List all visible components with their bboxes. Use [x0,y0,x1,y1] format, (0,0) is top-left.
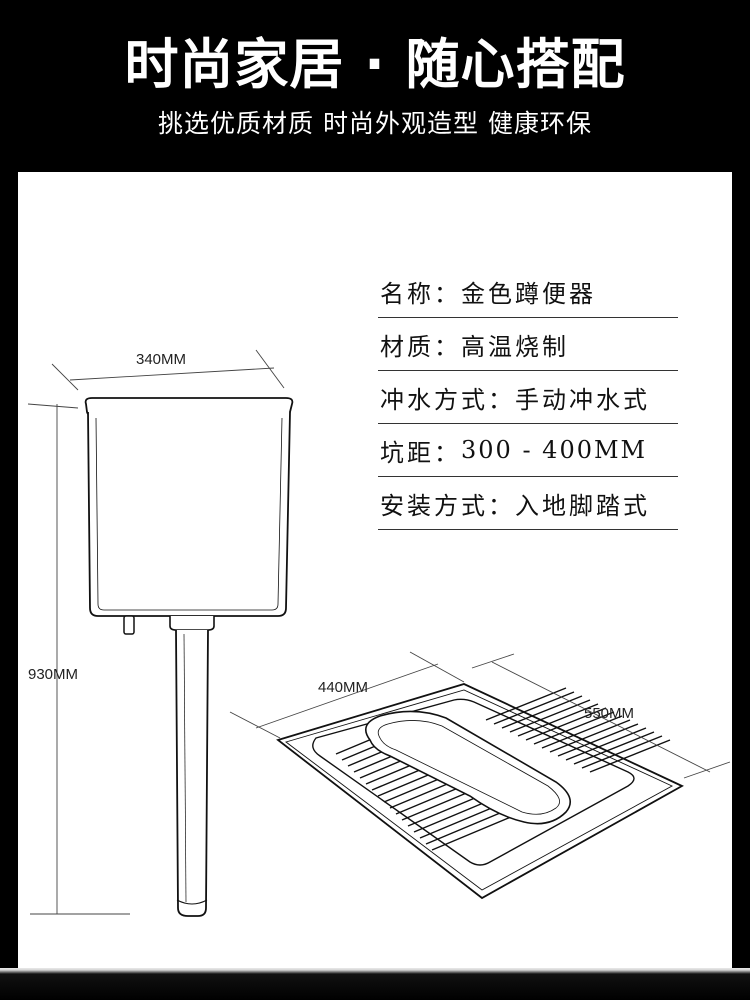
bottom-divider [0,968,750,1000]
spec-value: 手动冲水式 [515,385,650,414]
spec-row-flush-method: 冲水方式：手动冲水式 [378,371,678,424]
spec-table: 名称：金色蹲便器 材质：高温烧制 冲水方式：手动冲水式 坑距：300 - 400… [378,265,678,530]
spec-separator: ： [434,332,461,361]
product-drawing: 340MM 930MM [27,349,731,917]
spec-value: 300 - 400MM [461,436,648,464]
pan-width-dimension [229,651,465,739]
total-height-label: 930MM [28,666,78,683]
total-height-dimension [27,403,130,915]
pan-width-label: 440MM [318,679,368,696]
spec-value: 入地脚踏式 [515,491,650,520]
spec-label: 安装方式 [380,491,488,520]
pan-length-dimension [471,653,731,779]
spec-label: 冲水方式 [380,385,488,414]
spec-label: 坑距 [380,438,434,467]
spec-row-rough-in: 坑距：300 - 400MM [378,424,678,477]
spec-separator: ： [434,438,461,467]
spec-separator: ： [488,385,515,414]
spec-row-material: 材质：高温烧制 [378,318,678,371]
cistern-illustration [84,397,294,917]
spec-value: 金色蹲便器 [461,279,596,308]
page-title: 时尚家居 · 随心搭配 [124,33,626,96]
tank-width-dimension [51,349,285,391]
spec-separator: ： [434,279,461,308]
spec-separator: ： [488,491,515,520]
pan-length-label: 550MM [584,705,634,722]
squat-pan-illustration [276,683,684,900]
spec-label: 名称 [380,279,434,308]
spec-value: 高温烧制 [461,332,569,361]
tank-width-label: 340MM [136,351,186,368]
spec-row-name: 名称：金色蹲便器 [378,265,678,318]
spec-row-install-method: 安装方式：入地脚踏式 [378,477,678,530]
spec-label: 材质 [380,332,434,361]
header-banner: 时尚家居 · 随心搭配 挑选优质材质 时尚外观造型 健康环保 [0,0,750,172]
page-subtitle: 挑选优质材质 时尚外观造型 健康环保 [158,109,592,138]
product-panel: 340MM 930MM [18,172,732,968]
